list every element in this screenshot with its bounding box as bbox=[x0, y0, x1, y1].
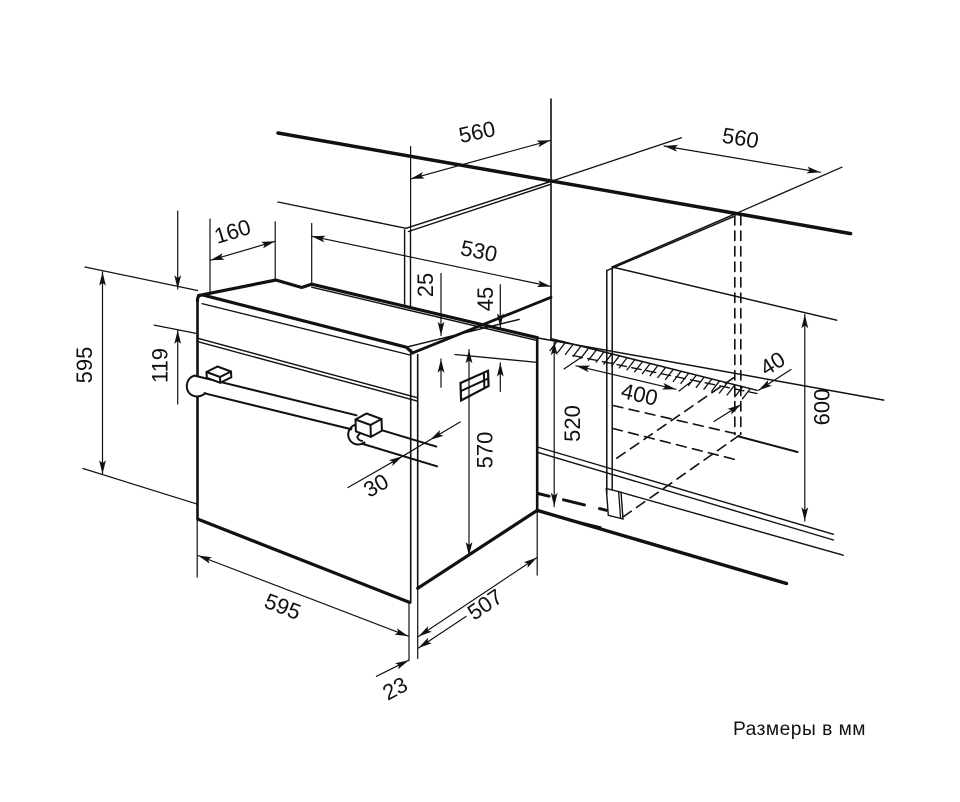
svg-text:25: 25 bbox=[413, 273, 438, 297]
svg-text:Размеры в мм: Размеры в мм bbox=[733, 719, 866, 740]
svg-text:119: 119 bbox=[148, 348, 173, 383]
svg-text:45: 45 bbox=[473, 287, 498, 311]
svg-text:595: 595 bbox=[72, 347, 97, 384]
svg-text:570: 570 bbox=[473, 432, 498, 469]
svg-text:520: 520 bbox=[560, 405, 585, 442]
svg-text:600: 600 bbox=[810, 389, 835, 426]
svg-text:560: 560 bbox=[720, 123, 760, 154]
